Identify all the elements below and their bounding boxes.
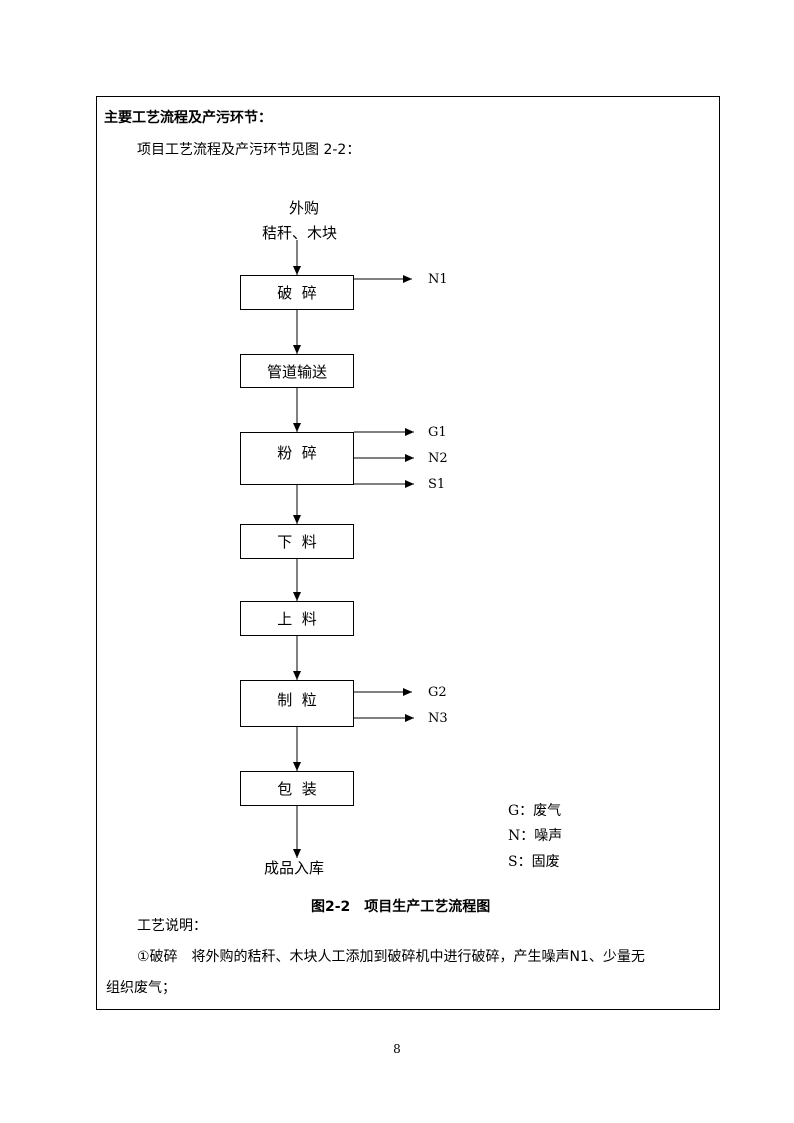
source-label-2: 秸秆、木块: [262, 224, 338, 242]
step-label: 上 料: [277, 610, 317, 628]
legend-item-solid: S：固废: [508, 854, 560, 870]
page-number: 8: [393, 1042, 401, 1056]
emission-n3: N3: [428, 711, 448, 726]
figure-caption: 图2-2 项目生产工艺流程图: [311, 899, 491, 915]
step-label: 管道输送: [266, 362, 327, 381]
step-box-pipe: 管道输送: [240, 354, 354, 388]
note-1-line-1: ①破碎 将外购的秸秆、木块人工添加到破碎机中进行破碎，产生噪声N1、少量无: [137, 949, 645, 965]
content-frame: [96, 96, 720, 1010]
intro-text: 项目工艺流程及产污环节见图 2-2：: [137, 142, 361, 158]
emission-s1: S1: [428, 477, 446, 492]
notes-title: 工艺说明：: [137, 918, 207, 934]
step-box-pellet: 制 粒: [240, 680, 354, 727]
step-box-unload: 下 料: [240, 524, 354, 559]
step-box-load: 上 料: [240, 601, 354, 636]
step-box-pulverize: 粉 碎: [240, 432, 354, 485]
step-label: 下 料: [277, 533, 317, 551]
legend-item-gas: G：废气: [508, 803, 562, 819]
emission-g1: G1: [428, 425, 447, 440]
step-box-pack: 包 装: [240, 771, 354, 806]
note-1-line-2: 组织废气；: [106, 980, 176, 996]
step-label: 粉 碎: [277, 444, 317, 462]
emission-g2: G2: [428, 685, 447, 700]
legend-item-noise: N：噪声: [508, 828, 563, 844]
step-box-crush: 破 碎: [240, 275, 354, 310]
end-label: 成品入库: [264, 859, 325, 877]
emission-n2: N2: [428, 451, 448, 466]
source-label-1: 外购: [289, 199, 320, 217]
section-heading: 主要工艺流程及产污环节：: [104, 110, 272, 126]
step-label: 制 粒: [277, 691, 317, 709]
emission-n1: N1: [428, 272, 448, 287]
step-label: 破 碎: [277, 284, 317, 302]
step-label: 包 装: [277, 780, 317, 798]
